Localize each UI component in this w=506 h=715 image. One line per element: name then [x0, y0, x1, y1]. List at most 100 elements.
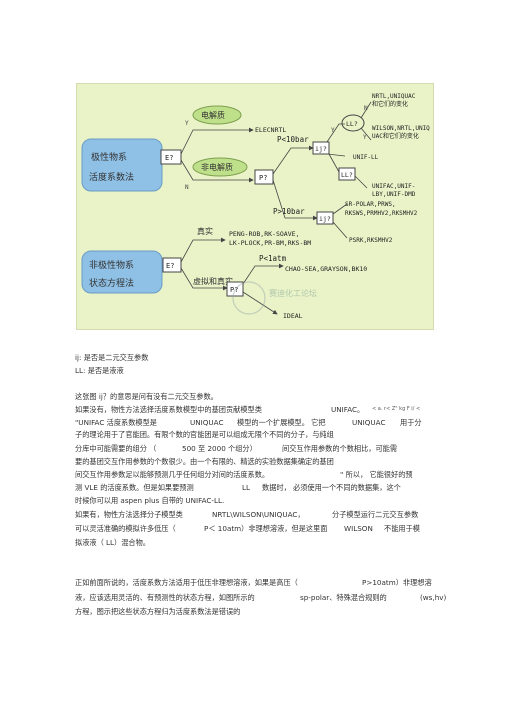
- p1-line-3c: 模型的一个扩展模型。 它把: [237, 418, 326, 427]
- ij-no-branch: [326, 153, 346, 157]
- p-gt-10-label: P>10bar: [273, 207, 305, 216]
- electrolyte-branch: [180, 127, 254, 155]
- rksws-label: RKSWS,PRMHV2,RKSMHV2: [345, 210, 418, 217]
- nonelectrolyte-branch: [180, 159, 254, 183]
- unifac-list-label-2: LBY,UNIF-DMD: [372, 191, 416, 198]
- p-lt-10-label: P<10bar: [277, 135, 309, 144]
- y-label-2: Y: [331, 127, 335, 134]
- p1-line-6: 要的基团交互作用参数的个数很少。由一个有限的、精选的实验数据集确定的基团: [75, 457, 334, 466]
- elecnrtl-label: ELECNRTL: [255, 126, 286, 134]
- ideal-branch: [242, 291, 278, 315]
- real-branch: [180, 237, 226, 263]
- e-decision-label-2: E?: [166, 262, 174, 270]
- ll-y-branch: [360, 127, 372, 141]
- p1-line-8a: 测 VLE 的活度系数。但是如果要预测: [75, 483, 194, 492]
- p-lt-1atm-branch: [242, 263, 284, 285]
- psrk-label: PSRK,RKSMHV2: [349, 237, 393, 244]
- p3-line-2b: sp-polar、特殊混合规则的: [300, 593, 387, 602]
- p2-line-3: 拟液液（ LL）混合物。: [75, 538, 150, 547]
- virtual-real-label: 虚拟和真实: [193, 276, 233, 286]
- p3-line-1b: P>10atm）非理想溶: [362, 578, 432, 587]
- p2-line-2b: P＜ 10atm）非理想溶液，但是这里面: [204, 524, 328, 533]
- p1-line-5b: 500 至 2000 个组分）: [182, 444, 257, 453]
- p-decision-box-1: [254, 169, 274, 185]
- n-label-1: N: [185, 184, 189, 191]
- p-decision-label-1: P?: [259, 174, 267, 182]
- p1-line-5a: 分库中可能需要的组分 （: [75, 444, 157, 453]
- ij-decision-label-1: ij?: [315, 145, 327, 153]
- virtual-real-branch: [180, 267, 228, 291]
- p-gt-10-branch: [272, 179, 318, 221]
- polar-system-box: [81, 138, 163, 192]
- p1-line-2c: < a. r< Z" kg F i/ <: [372, 406, 421, 412]
- property-method-decision-diagram: 极性物系 活度系数法 E? Y 电解质 ELECNRTL N 非电解质 P? P…: [76, 83, 434, 330]
- ij-decision-box-2: [316, 211, 334, 225]
- p3-line-2c: (ws,hv): [420, 593, 447, 602]
- legend-ij: ij: 是否是二元交互参数: [75, 353, 149, 362]
- p1-line-3d: UNIQUAC: [352, 418, 386, 427]
- sr-polar-label: SR-POLAR,PRWS,: [345, 201, 396, 208]
- y-label-3: Y: [363, 134, 367, 141]
- e-decision-box-1: [160, 149, 182, 165]
- p1-line-2b: UNIFAC。: [331, 405, 365, 414]
- lk-plock-label: LK-PLOCK,PR-BM,RKS-BM: [229, 239, 311, 247]
- p3-line-2a: 液，应该选用灵活的、有预测性的状态方程，如图所示的: [75, 593, 255, 602]
- unifac-list-label: UNIFAC,UNIF-: [372, 183, 415, 190]
- ideal-label: IDEAL: [283, 312, 303, 320]
- peng-rob-label: PENG-ROB,RK-SOAVE,: [229, 230, 299, 238]
- ll-circle-1: [341, 114, 365, 132]
- p1-line-3a: "UNIFAC 活度系数模型是: [75, 418, 157, 427]
- nrtl-uniquac-label: NRTL,UNIQUAC: [372, 93, 416, 100]
- p1-line-1: 这张图 ij？的意思是问有没有二元交互参数。: [75, 392, 218, 401]
- decision-tree-svg: 极性物系 活度系数法 E? Y 电解质 ELECNRTL N 非电解质 P? P…: [81, 93, 430, 320]
- variants-label-1: 和它们的变化: [372, 100, 408, 108]
- ij-yes-branch: [326, 123, 345, 143]
- p2-line-1a: 如果有，物性方法选择分子模型类: [75, 510, 183, 519]
- nonelectrolyte-oval: [192, 157, 248, 177]
- ll-decision-box-2: [338, 167, 356, 181]
- y-label-1: Y: [185, 120, 189, 127]
- p2-line-2a: 可以灵活准确的模拟许多低压（: [75, 524, 176, 533]
- p3-line-3: 方程，图示把这些状态方程归为活度系数法是错误的: [75, 607, 241, 616]
- wilson-list-label: WILSON,NRTL,UNIQ: [372, 125, 430, 132]
- p-decision-label-2: P?: [230, 286, 238, 294]
- e-decision-box-2: [162, 257, 182, 273]
- p1-line-2a: 如果没有，物性方法选择活度系数模型中的基团贡献模型类: [75, 405, 262, 414]
- ij2-no-branch: [332, 221, 348, 239]
- p-lt-1atm-label: P<1atm: [259, 254, 287, 263]
- ll-n-branch: [360, 101, 372, 119]
- p-lt-10-branch: [272, 145, 314, 175]
- electrolyte-label: 电解质: [201, 110, 225, 120]
- p2-line-2c: WILSON: [344, 524, 373, 533]
- ij-decision-label-2: ij?: [319, 215, 331, 223]
- p1-line-8b: LL: [242, 483, 251, 492]
- nonpolar-system-label: 非极性物系: [89, 259, 134, 271]
- electrolyte-oval: [192, 105, 242, 125]
- p1-line-4: 子的理论用于了官能团。有限个数的官能团是可以组成无限个不同的分子，与纯组: [75, 430, 334, 439]
- nonelectrolyte-label: 非电解质: [201, 162, 233, 172]
- legend-ll: LL: 是否是液液: [75, 366, 124, 375]
- nonpolar-system-box: [81, 250, 163, 294]
- polar-system-label: 极性物系: [91, 151, 127, 163]
- ij-decision-box-1: [312, 141, 330, 155]
- p1-line-5c: 间交互作用参数的个数相比，可能需: [282, 444, 398, 453]
- p1-line-9: 时候你可以用 aspen plus 自带的 UNIFAC-LL.: [75, 496, 225, 505]
- p1-line-8c: 数据时， 必须使用一个不同的数据集，这个: [262, 483, 401, 492]
- p2-line-2d: 不能用于模: [384, 524, 420, 533]
- ll-decision-label-1: LL?: [346, 120, 358, 128]
- p1-line-7b: " 所以， 它能很好的预: [340, 470, 413, 479]
- watermark-text: 赛迪化工论坛: [269, 288, 317, 298]
- e-decision-label-1: E?: [165, 154, 173, 162]
- unif-ll-label: UNIF-LL: [353, 154, 379, 161]
- p2-line-1c: 分子模型运行二元交互参数: [332, 510, 419, 519]
- activity-method-label: 活度系数法: [89, 171, 134, 183]
- ll-decision-label-2: LL?: [341, 171, 353, 179]
- p1-line-3b: UNIQUAC: [190, 418, 224, 427]
- p2-line-1b: NRTL\WILSON\UNIQUAC，: [212, 510, 305, 519]
- ij2-yes-branch: [332, 203, 348, 215]
- eos-method-label: 状态方程法: [89, 277, 134, 289]
- variants-label-2: UAC和它们的变化: [372, 132, 419, 140]
- p3-line-1a: 正如前面所说的，活度系数方法适用于低压非理想溶液，如果是高压（: [75, 578, 298, 587]
- chao-sea-label: CHAO-SEA,GRAYSON,BK10: [285, 265, 367, 273]
